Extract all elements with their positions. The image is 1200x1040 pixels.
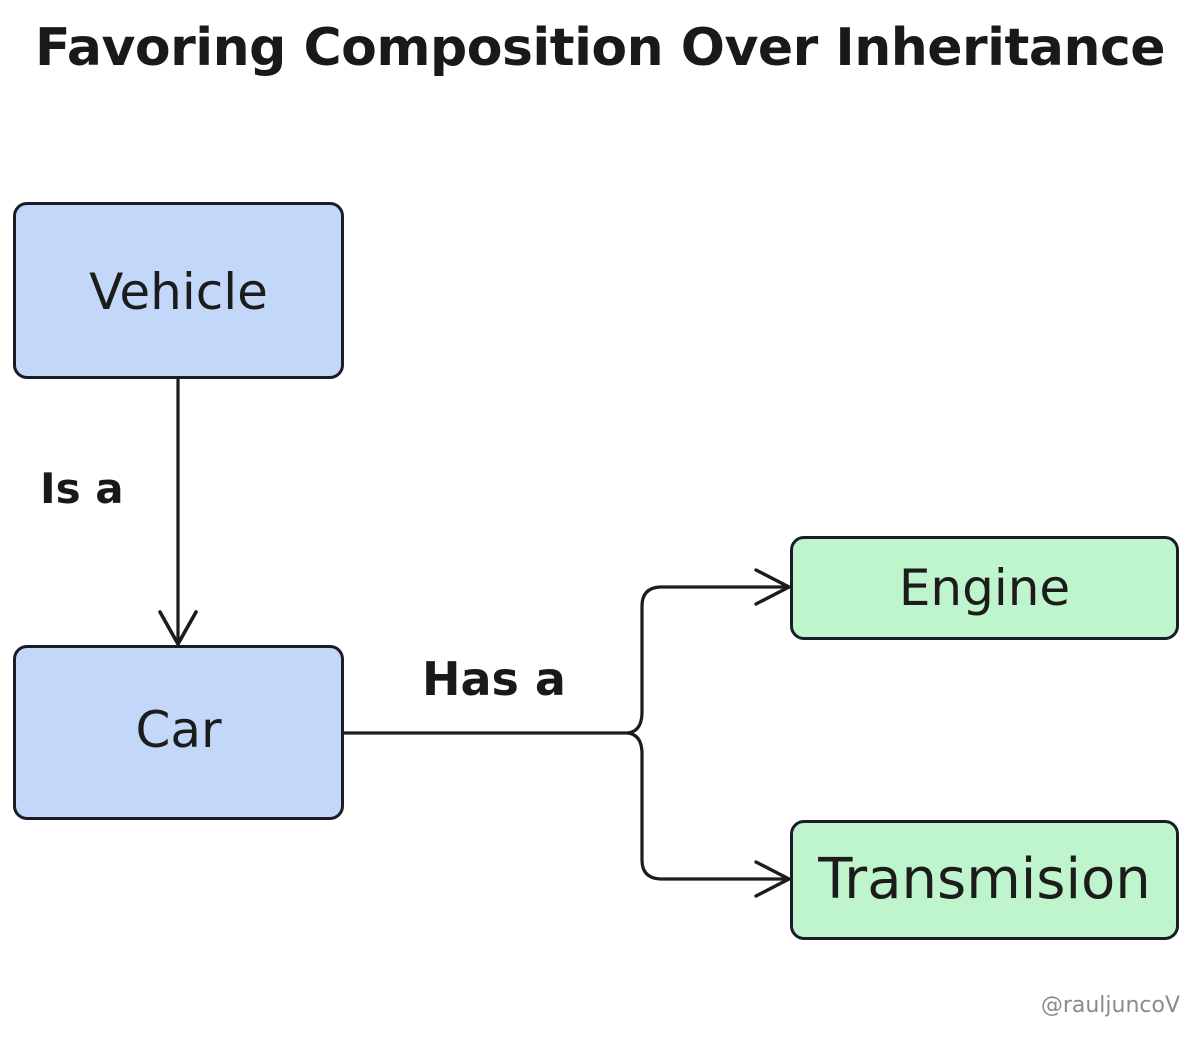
node-vehicle-label: Vehicle [89,263,268,321]
author-watermark: @rauljuncoV [1040,993,1180,1018]
edge-line-engine [626,585,788,735]
page-title: Favoring Composition Over Inheritance [34,18,1166,78]
node-vehicle[interactable]: Vehicle [13,202,344,379]
edge-vehicle-to-car [158,378,198,646]
node-engine-label: Engine [898,559,1071,617]
edge-car-to-transmision [626,731,791,898]
edge-label-is-a: Is a [40,464,124,513]
arrowhead-right-engine-icon [754,568,791,606]
edge-car-to-engine [626,568,791,735]
node-transmision[interactable]: Transmision [790,820,1179,940]
node-car-label: Car [135,701,222,759]
edge-line-transmision [626,731,788,881]
node-car[interactable]: Car [13,645,344,820]
arrowhead-right-transmision-icon [754,860,791,898]
node-transmision-label: Transmision [818,847,1151,912]
node-engine[interactable]: Engine [790,536,1179,640]
arrowhead-down-icon [158,610,198,646]
edge-label-has-a: Has a [422,652,566,706]
